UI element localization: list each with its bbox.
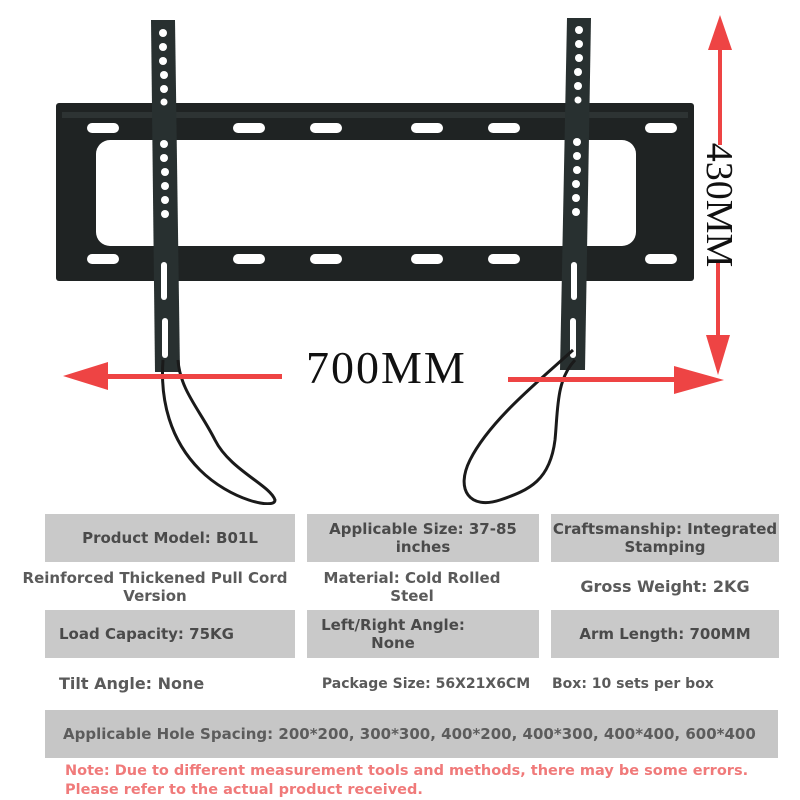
spec-box-quantity: Box: 10 sets per box <box>548 668 748 700</box>
spec-craftsmanship: Craftsmanship: Integrated Stamping <box>551 514 779 562</box>
spec-material: Material: Cold Rolled Steel <box>317 566 507 608</box>
height-dimension-label: 430MM <box>694 143 744 267</box>
spec-applicable-size: Applicable Size: 37-85 inches <box>307 514 539 562</box>
right-mounting-arm <box>560 18 591 370</box>
spec-tilt-angle: Tilt Angle: None <box>45 668 295 700</box>
pull-cords <box>161 348 577 505</box>
spec-pull-cord-version: Reinforced Thickened Pull Cord Version <box>20 566 290 608</box>
height-dimension-arrow <box>706 15 732 375</box>
left-mounting-arm <box>151 20 180 372</box>
measurement-note: Note: Due to different measurement tools… <box>65 763 749 798</box>
width-dimension-label: 700MM <box>296 340 477 396</box>
spec-product-model: Product Model: B01L <box>45 514 295 562</box>
height-dimension-text: 430MM <box>698 142 740 268</box>
spec-arm-length: Arm Length: 700MM <box>551 610 779 658</box>
width-dimension-arrow <box>63 362 724 394</box>
product-photo-tv-wall-mount <box>56 15 732 505</box>
bracket-frame <box>56 103 694 281</box>
spec-hole-spacing: Applicable Hole Spacing: 200*200, 300*30… <box>45 710 778 758</box>
spec-package-size: Package Size: 56X21X6CM <box>310 668 542 700</box>
spec-left-right-angle: Left/Right Angle: None <box>307 610 539 658</box>
spec-gross-weight: Gross Weight: 2KG <box>551 566 779 608</box>
spec-load-capacity: Load Capacity: 75KG <box>45 610 295 658</box>
